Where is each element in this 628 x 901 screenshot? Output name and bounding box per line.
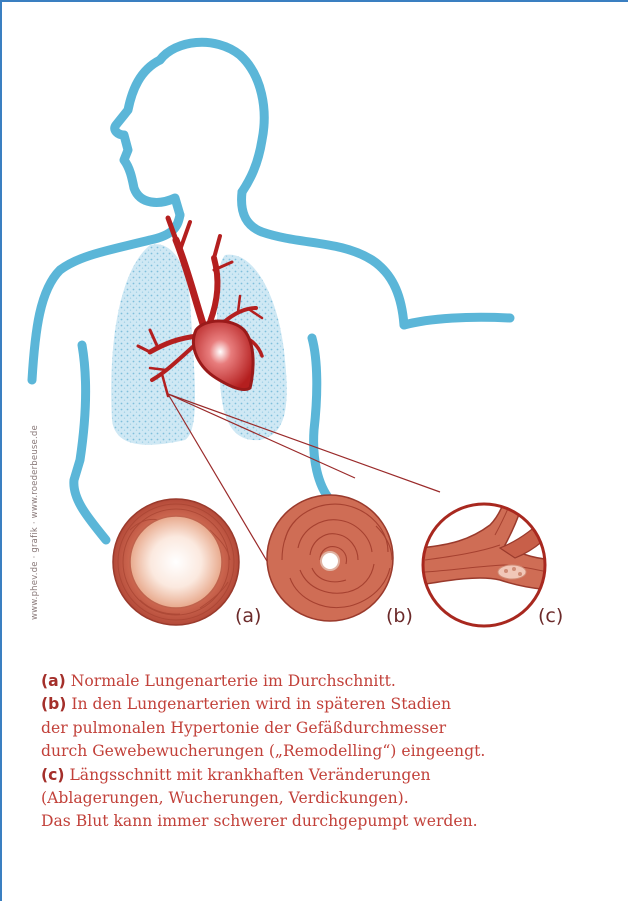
panel-label-c: (c)	[538, 605, 563, 627]
caption-line: der pulmonalen Hypertonie der Gefäßdurch…	[41, 717, 611, 740]
caption-line: (b) In den Lungenarterien wird in später…	[41, 693, 611, 716]
image-credit: www.phev.de · grafik · www.roederbeuse.d…	[30, 425, 40, 620]
heart	[193, 321, 253, 390]
figure-caption: (a) Normale Lungenarterie im Durchschnit…	[41, 670, 611, 834]
caption-line: (a) Normale Lungenarterie im Durchschnit…	[41, 670, 611, 693]
body-outline	[32, 42, 510, 540]
caption-line: Das Blut kann immer schwerer durchgepump…	[41, 810, 611, 833]
panel-label-a: (a)	[235, 605, 261, 627]
caption-line: (c) Längsschnitt mit krankhaften Verände…	[41, 764, 611, 787]
artery-cross-section-normal	[113, 499, 239, 625]
artery-cross-section-narrowed	[267, 495, 393, 621]
caption-line: durch Gewebewucherungen („Remodelling“) …	[41, 740, 611, 763]
anatomy-illustration	[0, 0, 628, 660]
caption-line: (Ablagerungen, Wucherungen, Verdickungen…	[41, 787, 611, 810]
panel-label-b: (b)	[386, 605, 413, 627]
